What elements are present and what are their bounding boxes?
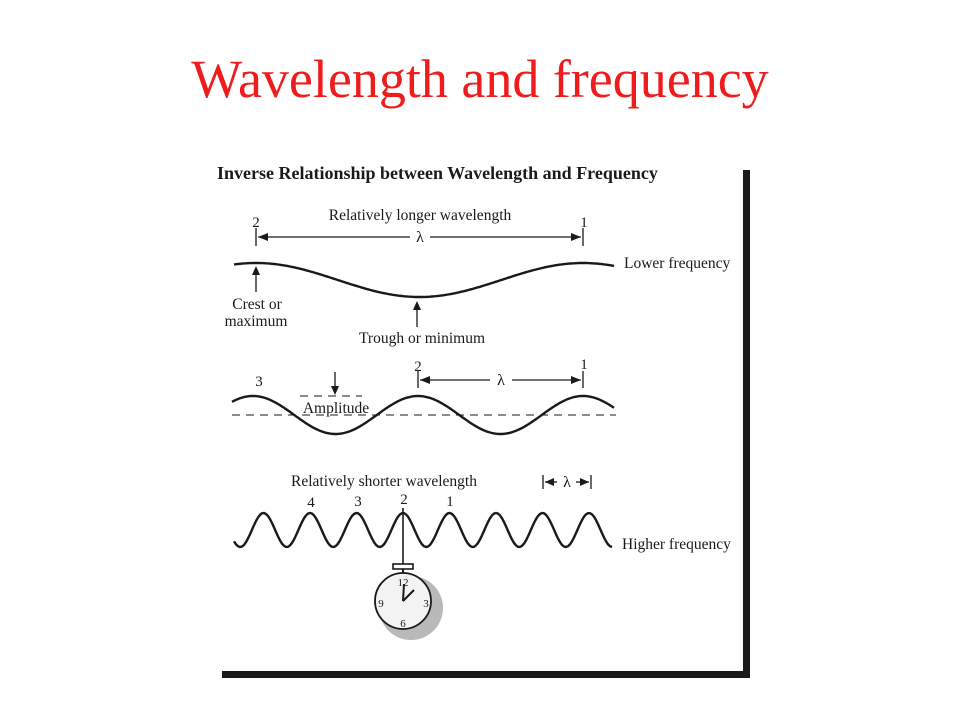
arrowhead xyxy=(258,233,268,241)
label-1: 1 xyxy=(446,494,454,510)
arrowhead xyxy=(571,376,581,384)
lambda-symbol: λ xyxy=(563,474,571,491)
panel-long-wavelength xyxy=(233,228,615,327)
long-wavelength-caption: Relatively longer wavelength xyxy=(329,207,512,224)
arrowhead xyxy=(571,233,581,241)
crest-label-line2: maximum xyxy=(225,313,288,330)
arrowhead xyxy=(420,376,430,384)
lambda-symbol: λ xyxy=(416,229,424,246)
frame-shadow-bottom xyxy=(222,671,750,678)
label-4: 4 xyxy=(307,495,315,511)
stopwatch-crown xyxy=(392,563,414,570)
clock-6: 6 xyxy=(400,618,406,630)
label-2: 2 xyxy=(252,215,260,231)
amplitude-label: Amplitude xyxy=(303,400,369,417)
label-2: 2 xyxy=(414,359,422,375)
clock-9: 9 xyxy=(378,598,384,610)
higher-frequency-label: Higher frequency xyxy=(622,536,731,553)
frame-shadow-right xyxy=(743,170,750,678)
arrowhead xyxy=(413,301,421,310)
stopwatch-hand-short xyxy=(402,589,415,602)
label-3: 3 xyxy=(255,374,263,390)
panel-amplitude xyxy=(231,371,616,436)
arrowhead xyxy=(580,478,589,486)
lambda-symbol: λ xyxy=(497,372,505,389)
label-3: 3 xyxy=(354,494,362,510)
arrowhead xyxy=(252,266,260,275)
short-wavelength-caption: Relatively shorter wavelength xyxy=(291,473,477,490)
lower-frequency-label: Lower frequency xyxy=(624,255,731,272)
medium-wave xyxy=(231,394,615,436)
panel-short-wavelength xyxy=(233,475,613,567)
stopwatch-hand-long xyxy=(402,583,405,602)
stopwatch xyxy=(374,563,443,640)
label-1: 1 xyxy=(580,357,588,373)
trough-label: Trough or minimum xyxy=(359,330,485,347)
clock-12: 12 xyxy=(398,577,409,589)
long-wave xyxy=(233,261,615,299)
arrowhead xyxy=(545,478,554,486)
crest-label-line1: Crest or xyxy=(232,296,282,313)
arrowhead xyxy=(331,386,339,395)
label-1: 1 xyxy=(580,215,588,231)
slide-title: Wavelength and frequency xyxy=(191,49,769,109)
clock-3: 3 xyxy=(423,598,429,610)
figure-title: Inverse Relationship between Wavelength … xyxy=(217,163,658,183)
short-wave xyxy=(233,511,613,549)
label-2: 2 xyxy=(400,492,408,508)
